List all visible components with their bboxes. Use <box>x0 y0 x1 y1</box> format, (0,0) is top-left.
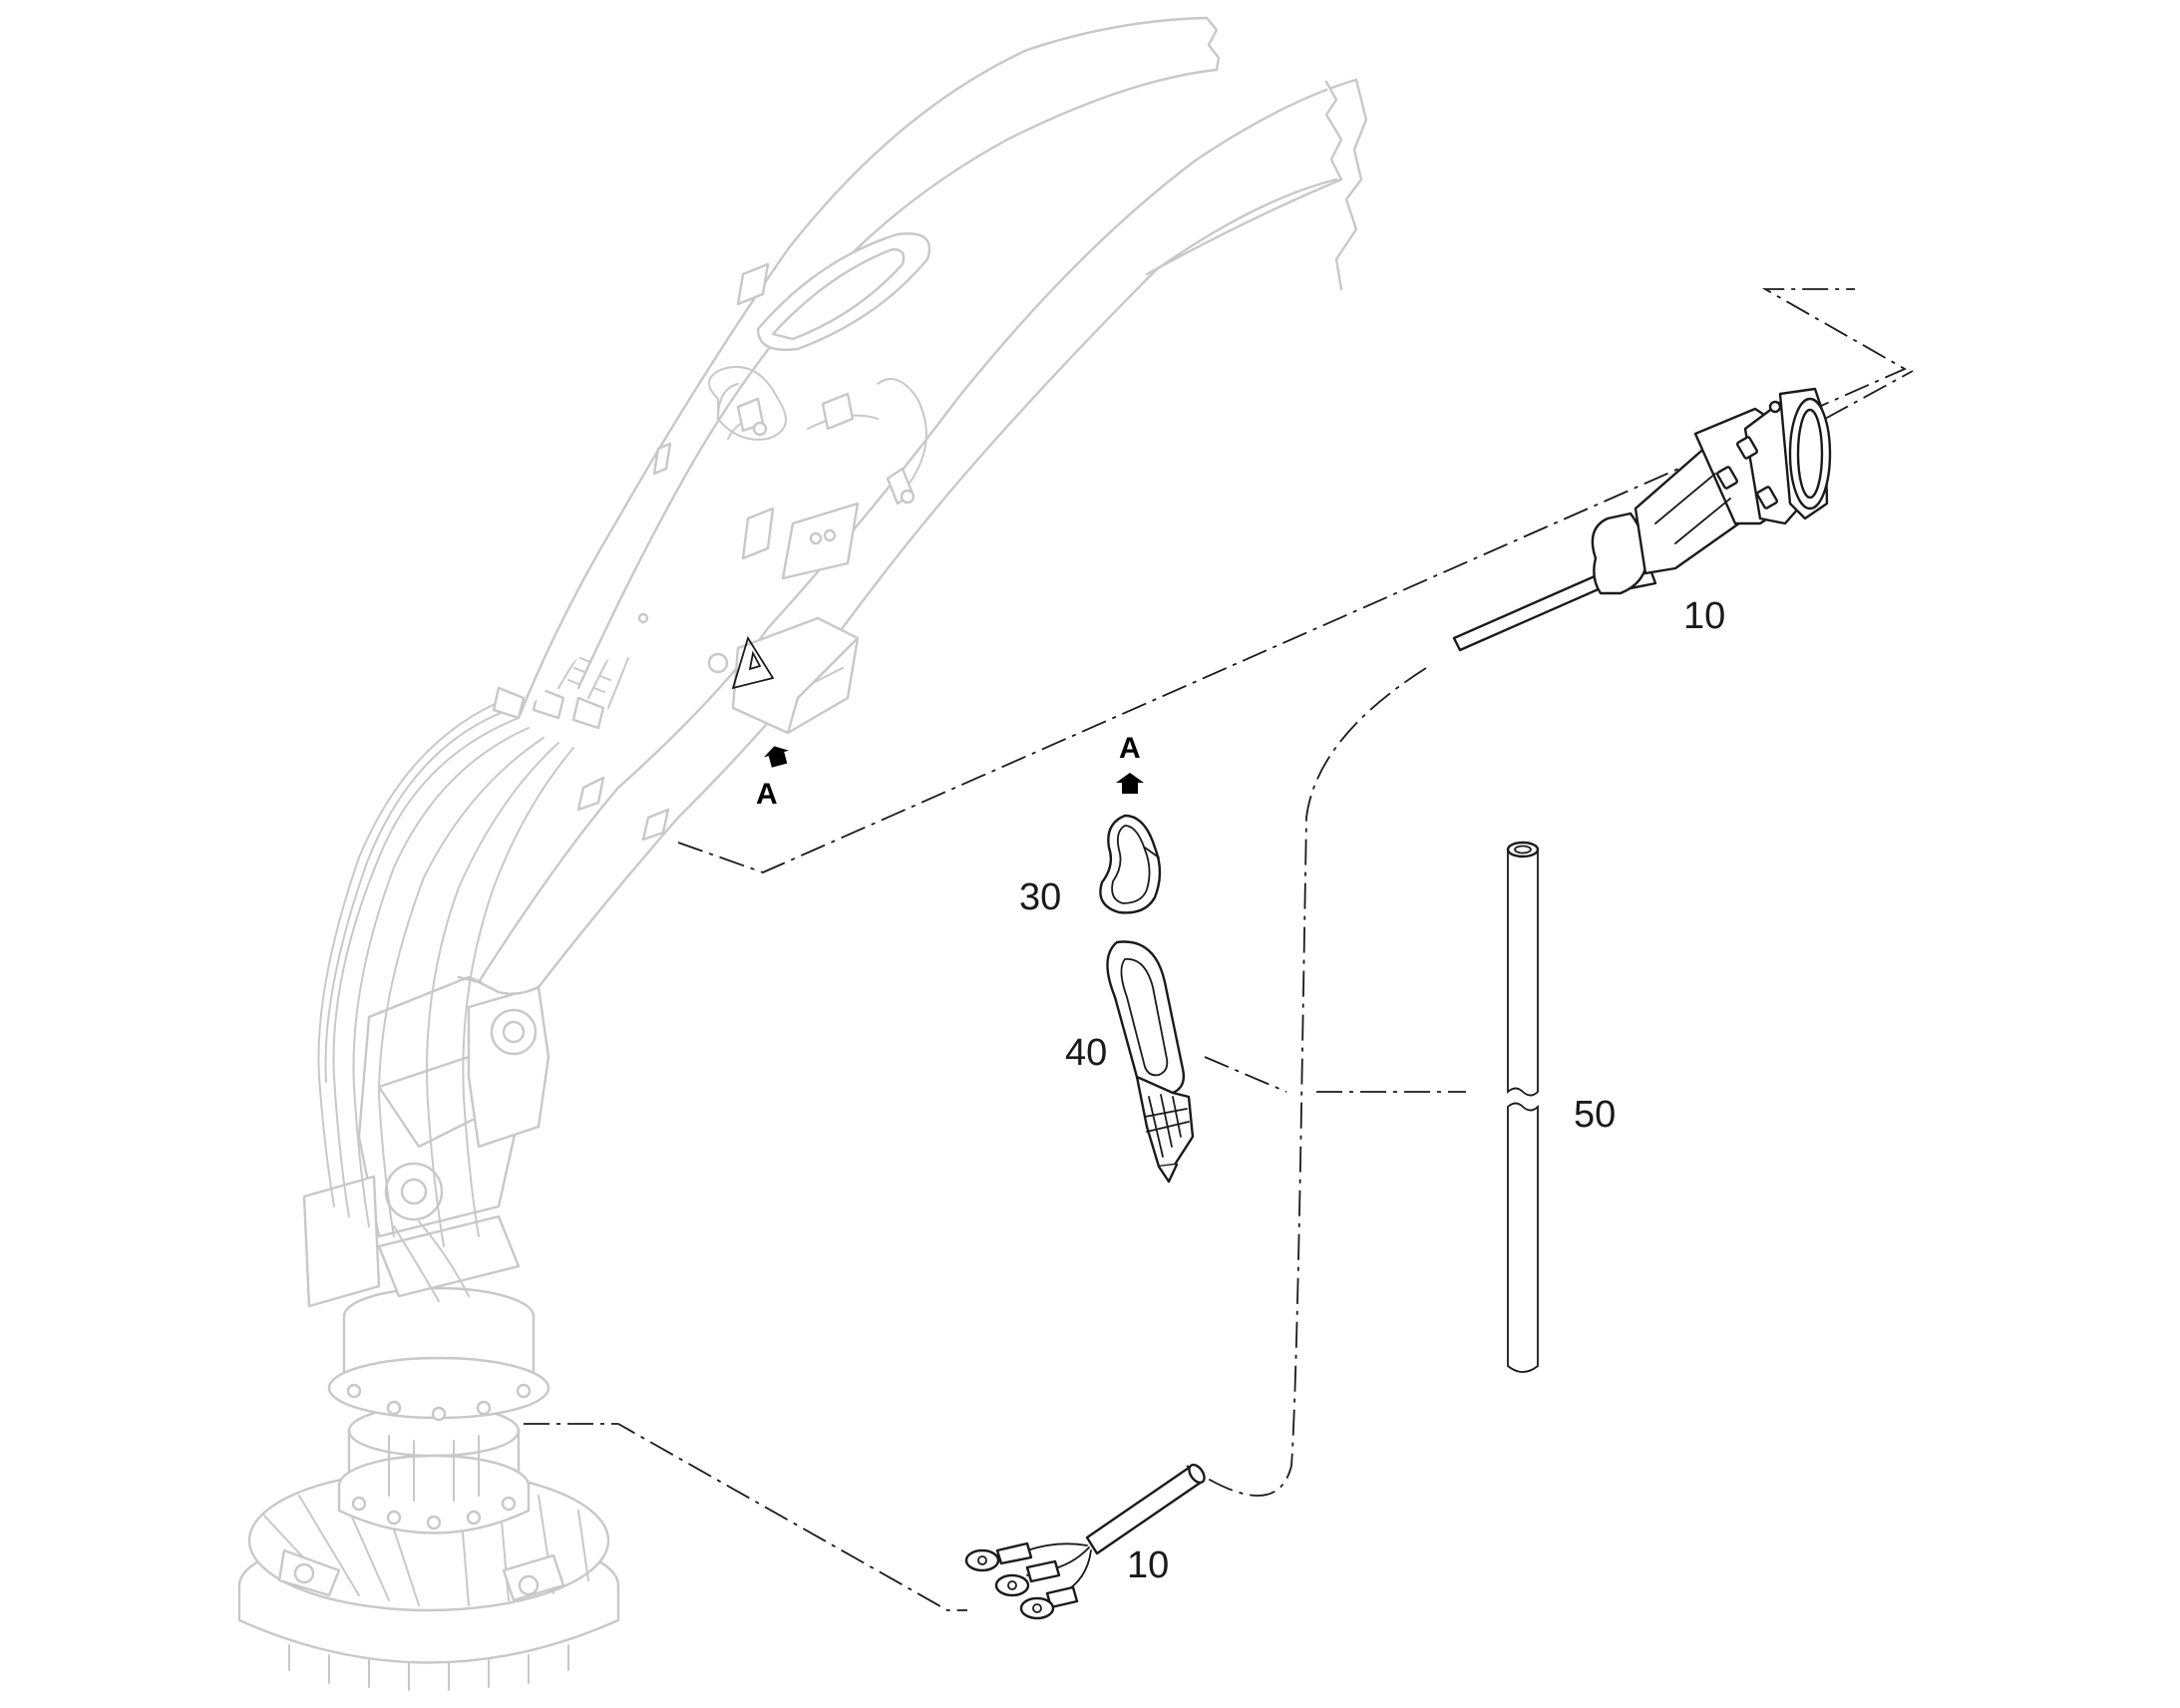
crane-column <box>327 1286 550 1535</box>
leader-lines <box>524 288 1914 1611</box>
callout-30: 30 <box>1019 876 1061 918</box>
up-arrow-icon <box>763 746 790 768</box>
callout-10-upper: 10 <box>1683 595 1725 637</box>
callout-40: 40 <box>1065 1032 1107 1074</box>
cable-tie-holder <box>1106 940 1195 1184</box>
hanger-clip <box>1099 814 1162 914</box>
ground-cable-terminals <box>964 1463 1206 1620</box>
connector-plug-assembly <box>1452 387 1832 652</box>
warning-triangle-icon <box>731 635 775 690</box>
boom-attachments <box>576 262 927 842</box>
view-marker-a-detail: A <box>1119 732 1141 765</box>
crane-boom <box>457 16 1368 995</box>
protective-tube <box>1506 841 1540 1373</box>
view-marker-a-boom: A <box>756 778 778 811</box>
callout-50: 50 <box>1574 1094 1616 1136</box>
crane-structure <box>237 16 1368 1691</box>
callout-10-lower: 10 <box>1127 1544 1169 1586</box>
crane-joint <box>302 975 550 1308</box>
up-arrow-icon <box>1116 773 1144 794</box>
